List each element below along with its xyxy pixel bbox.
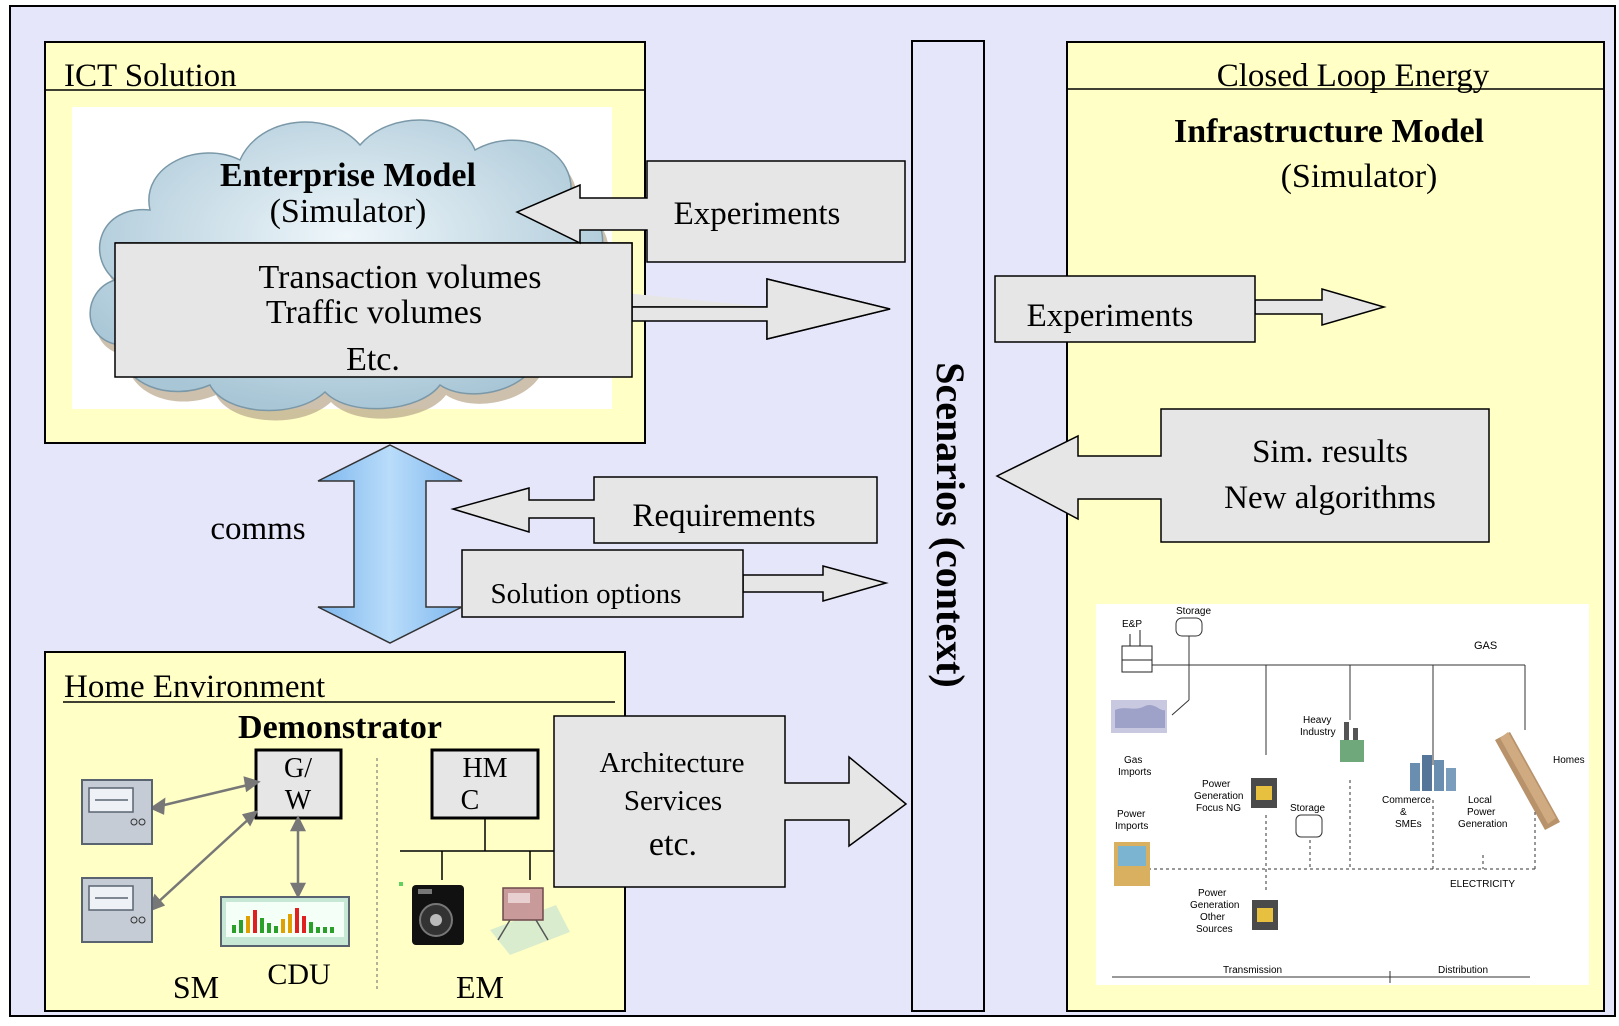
map-label-storage-mid: Storage (1290, 803, 1325, 814)
metric-transaction-volumes: Transaction volumes (258, 259, 541, 296)
storage-tank-icon (1175, 617, 1203, 637)
map-label-power-other-3: Other (1200, 912, 1226, 923)
sim-results-label: Sim. results (1252, 434, 1408, 470)
map-label-power-imports-2: Imports (1115, 821, 1148, 832)
map-label-power-ng-3: Focus NG (1196, 803, 1241, 814)
metrics-arrow: Transaction volumes Traffic volumes Etc. (114, 242, 891, 378)
solution-options-arrow: Solution options (461, 549, 889, 618)
map-label-local-power-1: Local (1468, 795, 1492, 806)
enterprise-model-title: Enterprise Model (220, 157, 476, 194)
requirements-arrow: Requirements (450, 476, 878, 544)
refinery-icon (1121, 630, 1153, 673)
map-label-local-power-3: Generation (1458, 819, 1507, 830)
infrastructure-model-title: Infrastructure Model (1174, 113, 1484, 150)
experiments-right-label: Experiments (1027, 298, 1194, 334)
map-label-transmission: Transmission (1223, 965, 1282, 976)
energy-network-map: E&P Storage GAS Heavy Industry Gas Impor… (1096, 604, 1589, 985)
map-label-power-imports-1: Power (1117, 809, 1146, 820)
map-label-power-other-1: Power (1198, 888, 1227, 899)
houses-icon (1495, 732, 1560, 830)
cdu-label: CDU (267, 958, 331, 991)
hmc-box: HM C (430, 748, 540, 820)
scenarios-label: Scenarios (context) (928, 362, 973, 687)
map-label-distribution: Distribution (1438, 965, 1488, 976)
map-label-power-ng-1: Power (1202, 779, 1231, 790)
city-icon (1410, 755, 1456, 791)
map-label-industry: Industry (1300, 727, 1336, 738)
comms-label: comms (210, 511, 305, 547)
map-label-electricity: ELECTRICITY (1450, 879, 1515, 890)
map-label-heavy: Heavy (1303, 715, 1331, 726)
gateway-links (147, 776, 307, 913)
experiments-left-label: Experiments (674, 196, 841, 232)
map-label-commerce-1: Commerce (1382, 795, 1431, 806)
enterprise-model-subtitle: (Simulator) (270, 193, 427, 230)
map-label-storage-top: Storage (1176, 606, 1211, 617)
map-label-gas: GAS (1474, 640, 1497, 652)
map-label-local-power-2: Power (1467, 807, 1496, 818)
gateway-label-2: W (285, 785, 312, 816)
home-environment-title: Home Environment (64, 669, 325, 705)
home-environment-panel: Home Environment Demonstrator G/ W HM C (44, 651, 626, 1012)
appliance-icon (490, 887, 570, 955)
status-dot (399, 882, 403, 886)
gas-network-lines (1148, 635, 1526, 765)
map-label-commerce-2: & (1400, 807, 1407, 818)
ict-solution-title: ICT Solution (64, 58, 237, 94)
cdu-display-icon (220, 896, 350, 947)
requirements-label: Requirements (632, 498, 815, 534)
power-imports-map-icon (1114, 842, 1150, 886)
new-algorithms-label: New algorithms (1224, 480, 1436, 516)
demonstrator-title: Demonstrator (238, 709, 442, 746)
hmc-label-2: C (461, 785, 480, 816)
map-label-esp: E&P (1122, 619, 1142, 630)
washing-machine-icon (412, 885, 464, 945)
map-label-homes: Homes (1553, 755, 1585, 766)
sm-label: SM (173, 969, 219, 1005)
metric-traffic-volumes: Traffic volumes (266, 294, 482, 331)
closed-loop-energy-title: Closed Loop Energy (1217, 58, 1490, 94)
transmission-axis (1112, 971, 1530, 983)
map-label-gas-imports-1: Gas (1124, 755, 1142, 766)
storage-tank-icon (1295, 814, 1323, 838)
power-plant-icon (1252, 900, 1278, 930)
em-label: EM (456, 969, 504, 1005)
sim-results-arrow: Sim. results New algorithms (995, 408, 1490, 543)
map-label-power-other-2: Generation (1190, 900, 1239, 911)
gateway-label-1: G/ (284, 753, 312, 784)
map-label-commerce-3: SMEs (1395, 819, 1422, 830)
gateway-box: G/ W (254, 748, 343, 820)
comms-double-arrow: comms (210, 444, 463, 644)
infrastructure-model-subtitle: (Simulator) (1281, 158, 1438, 195)
architecture-etc-label: etc. (649, 826, 697, 863)
power-plant-icon (1251, 778, 1277, 808)
map-label-power-other-4: Sources (1196, 924, 1233, 935)
map-icon (1111, 700, 1167, 733)
electricity-network-lines (1130, 780, 1536, 890)
services-label: Services (624, 785, 722, 817)
solution-options-label: Solution options (491, 578, 682, 610)
map-label-gas-imports-2: Imports (1118, 767, 1151, 778)
meter-icon (81, 779, 153, 845)
architecture-arrow: Architecture Services etc. (553, 715, 908, 888)
hmc-label-1: HM (462, 753, 507, 784)
factory-icon (1340, 722, 1364, 762)
experiments-right-arrow: Experiments (994, 275, 1387, 343)
meter-icon (81, 877, 153, 943)
scenarios-column: Scenarios (context) (911, 40, 985, 1012)
map-label-power-ng-2: Generation (1194, 791, 1243, 802)
metric-etc: Etc. (346, 341, 400, 378)
experiments-left-arrow: Experiments (515, 160, 906, 263)
architecture-label: Architecture (600, 747, 745, 779)
